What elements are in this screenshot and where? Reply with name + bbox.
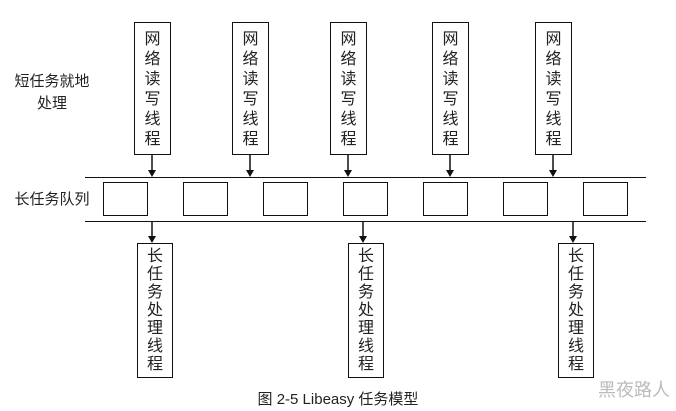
queue-slot (263, 182, 308, 216)
box-char: 读 (144, 69, 161, 88)
box-char: 长 (567, 246, 584, 265)
box-char: 处 (357, 300, 374, 319)
worker-thread-box: 长任务处理线程 (558, 243, 594, 378)
queue-slot (103, 182, 148, 216)
box-char: 线 (442, 109, 459, 128)
box-char: 程 (357, 354, 374, 373)
box-char: 读 (442, 69, 459, 88)
box-char: 任 (357, 264, 374, 283)
box-char: 网 (340, 29, 357, 48)
box-char: 线 (545, 109, 562, 128)
arrow (446, 155, 454, 177)
box-char: 读 (545, 69, 562, 88)
box-char: 网 (242, 29, 259, 48)
box-char: 读 (242, 69, 259, 88)
box-char: 络 (144, 49, 161, 68)
box-char: 任 (146, 264, 163, 283)
box-char: 络 (545, 49, 562, 68)
box-char: 理 (357, 318, 374, 337)
box-char: 线 (567, 336, 584, 355)
box-char: 读 (340, 69, 357, 88)
queue-slot (503, 182, 548, 216)
box-char: 写 (442, 89, 459, 108)
queue-slot (583, 182, 628, 216)
box-char: 程 (340, 129, 357, 148)
box-char: 写 (144, 89, 161, 108)
io-thread-box: 网络读写线程 (432, 22, 469, 155)
box-char: 网 (545, 29, 562, 48)
box-char: 络 (242, 49, 259, 68)
box-char: 线 (340, 109, 357, 128)
box-char: 网 (442, 29, 459, 48)
arrow (549, 155, 557, 177)
box-char: 任 (567, 264, 584, 283)
arrow (359, 221, 367, 243)
arrow (344, 155, 352, 177)
box-char: 络 (340, 49, 357, 68)
arrow (148, 221, 156, 243)
worker-thread-box: 长任务处理线程 (348, 243, 384, 378)
box-char: 理 (146, 318, 163, 337)
box-char: 务 (146, 282, 163, 301)
queue-slot (343, 182, 388, 216)
box-char: 线 (144, 109, 161, 128)
box-char: 网 (144, 29, 161, 48)
box-char: 写 (242, 89, 259, 108)
io-thread-box: 网络读写线程 (330, 22, 367, 155)
box-char: 务 (357, 282, 374, 301)
box-char: 络 (442, 49, 459, 68)
queue-slot (423, 182, 468, 216)
box-char: 处 (567, 300, 584, 319)
box-char: 处 (146, 300, 163, 319)
arrow (148, 155, 156, 177)
io-thread-box: 网络读写线程 (535, 22, 572, 155)
box-char: 写 (545, 89, 562, 108)
box-char: 长 (146, 246, 163, 265)
arrow (246, 155, 254, 177)
box-char: 程 (144, 129, 161, 148)
watermark: 黑夜路人 (598, 380, 670, 401)
box-char: 线 (146, 336, 163, 355)
worker-thread-box: 长任务处理线程 (137, 243, 173, 378)
box-char: 务 (567, 282, 584, 301)
box-char: 长 (357, 246, 374, 265)
box-char: 程 (442, 129, 459, 148)
box-char: 程 (567, 354, 584, 373)
long-queue-label: 长任务队列 (14, 190, 90, 208)
io-thread-box: 网络读写线程 (232, 22, 269, 155)
figure-caption: 图 2-5 Libeasy 任务模型 (257, 391, 419, 408)
box-char: 理 (567, 318, 584, 337)
io-thread-box: 网络读写线程 (134, 22, 171, 155)
box-char: 线 (242, 109, 259, 128)
queue-slot (183, 182, 228, 216)
box-char: 程 (146, 354, 163, 373)
box-char: 程 (545, 129, 562, 148)
box-char: 程 (242, 129, 259, 148)
arrow (569, 221, 577, 243)
queue-top-line (85, 177, 646, 178)
queue-bottom-line (85, 221, 646, 222)
box-char: 写 (340, 89, 357, 108)
box-char: 线 (357, 336, 374, 355)
short-task-label: 短任务就地处理 (14, 72, 90, 112)
